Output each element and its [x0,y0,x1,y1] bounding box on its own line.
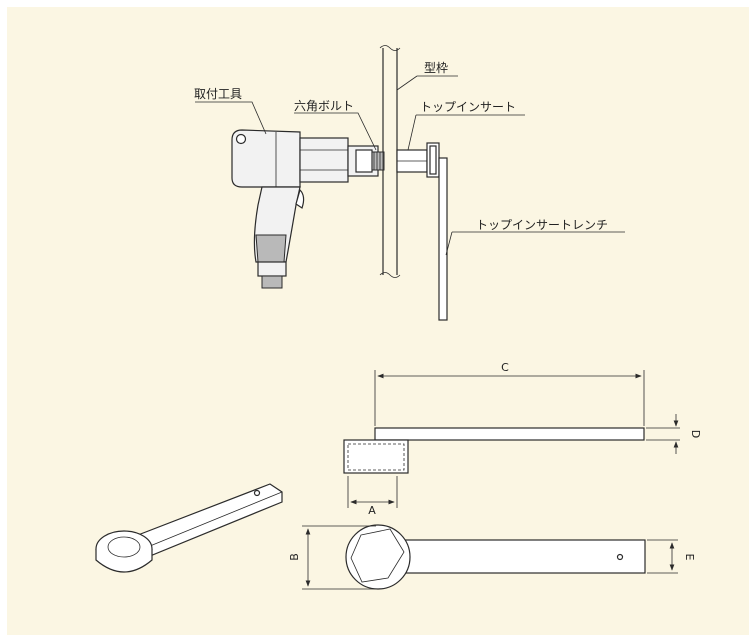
impact-wrench [231,129,385,289]
dim-label-d: D [689,430,702,438]
dimension-d [646,414,680,454]
top-insert [396,149,428,173]
wrench-isometric [95,483,283,573]
wrench-top-view [345,524,646,590]
dim-label-e: E [683,554,696,561]
dimension-c [374,370,645,426]
label-formwork: 型枠 [424,61,448,75]
top-insert-wrench-upper [426,142,448,321]
dim-label-c: C [501,361,509,374]
leader-lines [195,75,625,256]
hex-bolt [371,151,385,171]
label-mounting-tool: 取付工具 [194,87,242,101]
dim-label-a: A [368,504,376,517]
label-top-insert-wrench: トップインサートレンチ [476,218,608,232]
dimension-a [347,476,398,508]
dimension-b [302,525,376,590]
label-top-insert: トップインサート [420,100,516,114]
dim-label-b: B [288,553,301,561]
label-hex-bolt: 六角ボルト [294,99,354,113]
dimension-e [647,539,678,574]
wrench-side-view [343,427,645,474]
